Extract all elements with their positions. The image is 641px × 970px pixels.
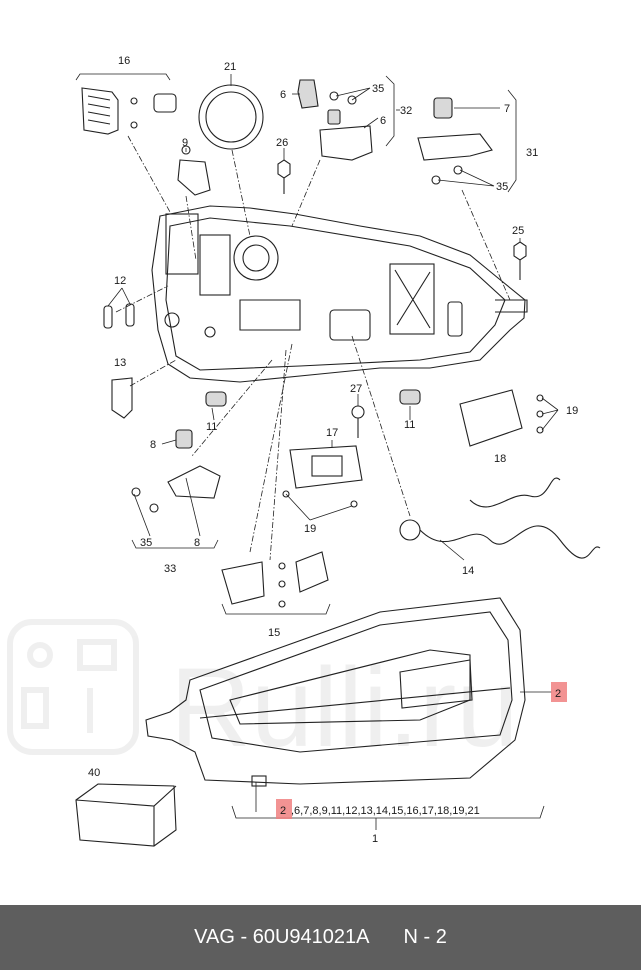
footer-position: N - 2 xyxy=(403,926,447,948)
part-40-box xyxy=(75,783,177,847)
part-27-screw xyxy=(351,405,365,438)
screws-26-25 xyxy=(277,159,527,280)
callout-2-list: 2 xyxy=(280,805,286,817)
footer-part-number: 60U941021A xyxy=(252,926,370,948)
assembly-leader-lines xyxy=(115,135,511,561)
callout-19-center: 19 xyxy=(304,523,316,535)
parts-11-caps xyxy=(205,389,421,407)
callout-8-nut: 8 xyxy=(150,439,156,451)
callout-9: 9 xyxy=(182,137,188,149)
callout-list-rest: ,6,7,8,9,11,12,13,14,15,16,17,18,19,21 xyxy=(291,805,480,817)
footer-bar: VAG - 60U941021A N - 2 xyxy=(0,905,641,970)
callout-6-bracket: 6 xyxy=(380,115,386,127)
part-15-seal xyxy=(221,551,329,608)
headlight-housing-drawing xyxy=(151,205,528,383)
part-17-module xyxy=(282,445,363,508)
exploded-parts-diagram: Rulli.ru xyxy=(7,55,601,847)
part-21-cap xyxy=(198,84,264,150)
part-18-module xyxy=(459,389,544,447)
part-14-harness xyxy=(399,477,601,559)
highlight-list-2 xyxy=(276,799,292,819)
callout-2-side: 2 xyxy=(555,688,561,700)
watermark-logo-icon xyxy=(7,619,139,755)
callout-32: 32 xyxy=(400,105,412,117)
callout-33: 33 xyxy=(164,563,176,575)
callout-16: 16 xyxy=(118,55,130,67)
callout-17: 17 xyxy=(326,427,338,439)
callout-26: 26 xyxy=(276,137,288,149)
callout-numbers: 16 21 6 35 32 6 7 31 35 9 26 25 12 13 27… xyxy=(88,55,578,845)
watermark: Rulli.ru xyxy=(7,619,519,770)
callout-25: 25 xyxy=(512,225,524,237)
part-33-bracket xyxy=(131,429,221,513)
highlight-side-2 xyxy=(551,682,567,702)
callout-31: 31 xyxy=(526,147,538,159)
callout-27: 27 xyxy=(350,383,362,395)
callout-40: 40 xyxy=(88,767,100,779)
callout-35-top: 35 xyxy=(372,83,384,95)
part-9-motor xyxy=(177,145,211,196)
part-6-nut xyxy=(297,79,319,109)
callout-11-right: 11 xyxy=(404,419,415,431)
callout-21: 21 xyxy=(224,61,236,73)
callout-35-left: 35 xyxy=(140,537,152,549)
part-31-bracket xyxy=(417,97,493,185)
watermark-text: Rulli.ru xyxy=(170,645,519,770)
callout-6-nut: 6 xyxy=(280,89,286,101)
footer-brand: VAG xyxy=(194,926,235,948)
callout-35-right: 35 xyxy=(496,181,508,193)
footer-separator: - xyxy=(240,926,248,948)
callout-19-right: 19 xyxy=(566,405,578,417)
callout-8-bracket: 8 xyxy=(194,537,200,549)
part-16-bracket xyxy=(81,87,177,135)
callout-7: 7 xyxy=(504,103,510,115)
part-32-bracket xyxy=(319,91,373,161)
callout-15: 15 xyxy=(268,627,280,639)
callout-18: 18 xyxy=(494,453,506,465)
callout-12: 12 xyxy=(114,275,126,287)
callout-11-left: 11 xyxy=(206,421,217,433)
callout-1: 1 xyxy=(372,833,378,845)
callout-leaders xyxy=(75,73,559,830)
callout-13: 13 xyxy=(114,357,126,369)
headlight-assembly-drawing xyxy=(145,597,526,787)
callout-14: 14 xyxy=(462,565,474,577)
